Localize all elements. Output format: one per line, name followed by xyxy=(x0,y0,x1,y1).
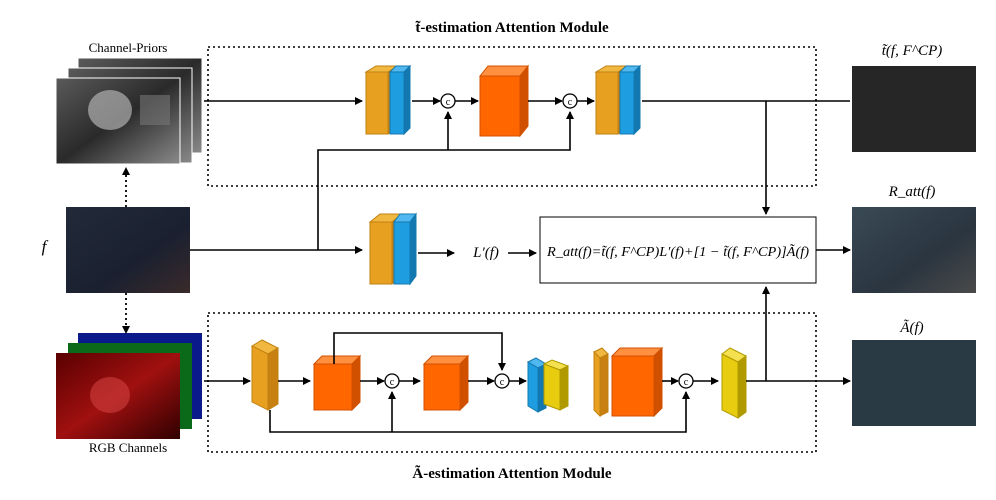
l-prime-conv-block xyxy=(368,212,417,286)
t-attention-block xyxy=(478,64,530,138)
a-output-image xyxy=(852,340,976,426)
r-output-image xyxy=(852,207,976,293)
a-concat-1-label: c xyxy=(390,377,395,388)
t-conv-block-2 xyxy=(594,64,642,136)
t-module-title: t̃-estimation Attention Module xyxy=(415,20,609,36)
t-module-box xyxy=(207,46,817,187)
a-attention-block-3 xyxy=(610,346,664,418)
r-output-label: R_att(f) xyxy=(888,184,936,200)
rgb-channels-image-stack xyxy=(56,333,202,439)
rgb-channels-label: RGB Channels xyxy=(89,440,167,455)
a-output-label: Ã(f) xyxy=(899,319,923,336)
a-concat-3-label: c xyxy=(684,377,689,388)
a-concat-2-label: c xyxy=(500,377,505,388)
l-prime-label: L′(f) xyxy=(472,245,499,261)
a-module-title: Ã-estimation Attention Module xyxy=(412,464,611,482)
a-conv-final xyxy=(721,347,747,419)
a-conv-thin-2 xyxy=(593,347,609,418)
t-conv-block-1 xyxy=(364,64,412,136)
a-module-box xyxy=(207,312,817,453)
a-conv-thin-1 xyxy=(250,339,280,411)
a-attention-block-2 xyxy=(422,354,470,412)
equation-text: R_att(f)=t̃(f, F^CP)L′(f)+[1 − t̃(f, F^C… xyxy=(546,243,809,260)
f-input-image xyxy=(66,207,190,293)
a-attention-block-1 xyxy=(312,354,362,412)
equation-box xyxy=(539,216,817,284)
channel-priors-image-stack xyxy=(55,57,203,165)
t-concat-2-label: c xyxy=(568,97,573,108)
f-label: f xyxy=(42,237,49,256)
channel-priors-label: Channel-Priors xyxy=(89,40,168,55)
t-output-image xyxy=(852,66,976,152)
a-conv-pair xyxy=(526,357,570,413)
t-output-label: t̃(f, F^CP) xyxy=(882,43,942,59)
t-concat-1-label: c xyxy=(446,97,451,108)
